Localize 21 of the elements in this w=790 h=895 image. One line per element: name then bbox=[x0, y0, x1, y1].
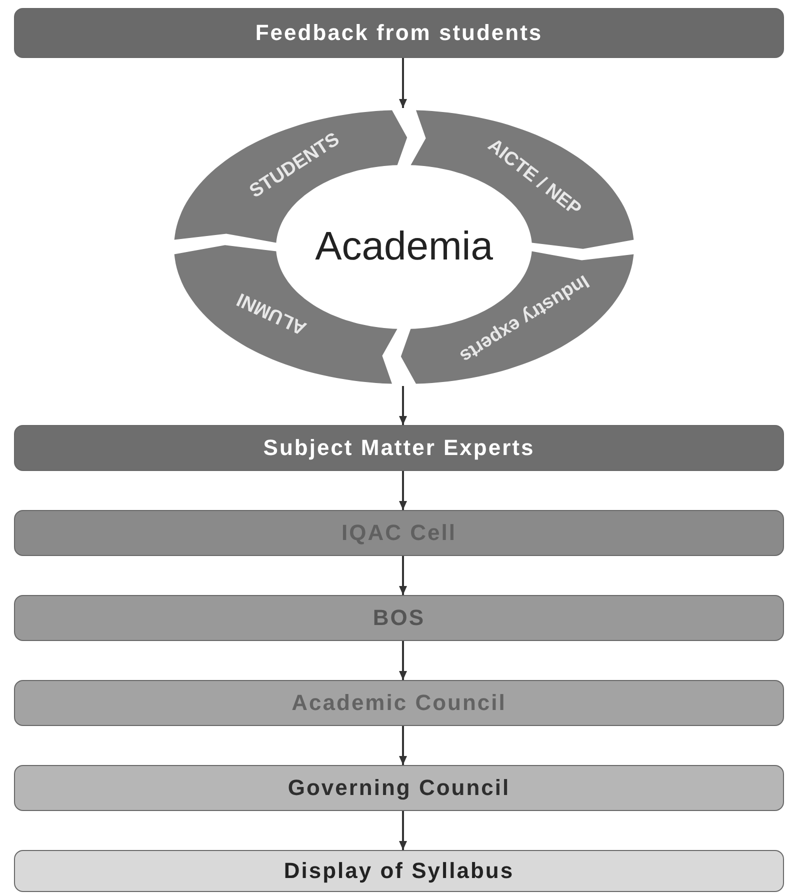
step-label: Feedback from students bbox=[255, 20, 543, 46]
center-label: Academia bbox=[315, 224, 493, 270]
step-label: Subject Matter Experts bbox=[263, 435, 535, 461]
step-label: Academic Council bbox=[292, 690, 506, 716]
arrow bbox=[399, 811, 407, 850]
arrow bbox=[399, 471, 407, 510]
arrow bbox=[399, 641, 407, 680]
step-label: BOS bbox=[372, 605, 426, 631]
arrow bbox=[399, 556, 407, 595]
arrow bbox=[399, 58, 407, 108]
process-bar bbox=[14, 510, 784, 556]
process-bar bbox=[14, 765, 784, 811]
process-bar bbox=[14, 595, 784, 641]
process-bar bbox=[14, 8, 784, 58]
arrow bbox=[399, 386, 407, 425]
step-label: Governing Council bbox=[288, 775, 510, 801]
process-bar bbox=[14, 680, 784, 726]
process-bar bbox=[14, 425, 784, 471]
step-label: Display of Syllabus bbox=[284, 858, 514, 884]
process-bar bbox=[14, 850, 784, 892]
arrow bbox=[399, 726, 407, 765]
